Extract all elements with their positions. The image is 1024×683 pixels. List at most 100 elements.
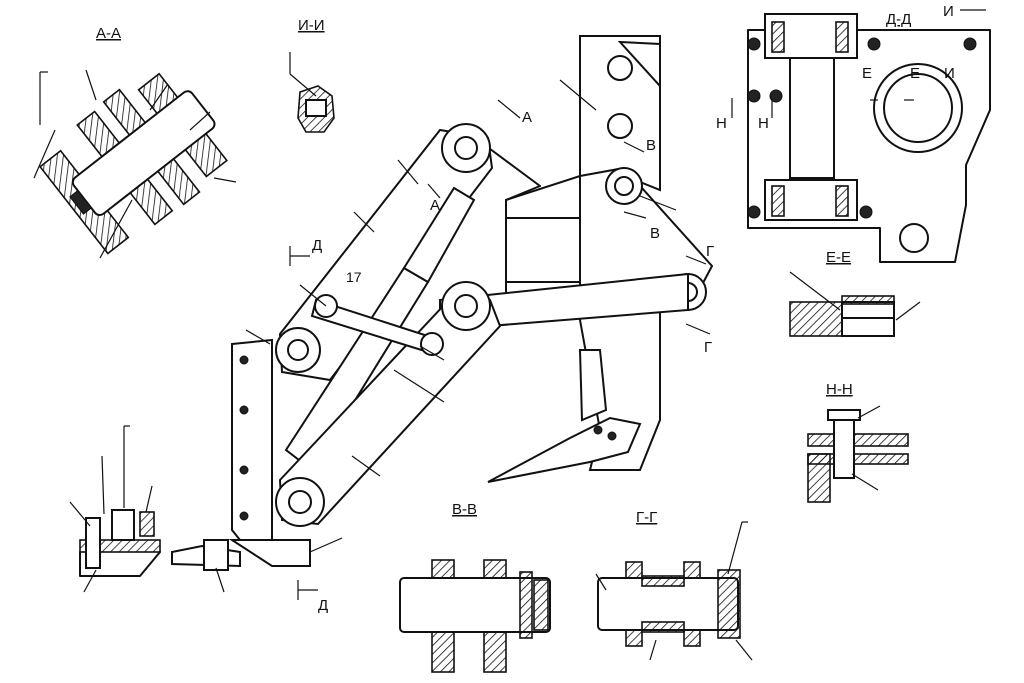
- gg-bush-top-2: [683, 561, 701, 579]
- vv-washer: [519, 571, 533, 639]
- bld-bolt-1: [85, 517, 101, 569]
- dd-lower-hole: [899, 223, 929, 253]
- dd-strut: [789, 57, 835, 179]
- cut-v-top-arrow: [623, 141, 645, 153]
- bld-base: [79, 551, 161, 577]
- cut-g-bottom-label: Г: [704, 339, 712, 356]
- ee-weld: [841, 295, 895, 305]
- bracket-pin-top-core: [614, 176, 634, 196]
- dd-bolt-1: [747, 37, 761, 51]
- bld-leader-5: [83, 569, 97, 593]
- ii-core: [305, 99, 327, 117]
- cross-link-pin-2: [420, 332, 444, 356]
- aa-leader-2: [33, 129, 56, 179]
- cut-a-top-label: А: [522, 109, 532, 126]
- dd-cut-i-label: И: [943, 3, 954, 20]
- bracket-lug: [203, 539, 229, 571]
- dd-bolt-6: [963, 37, 977, 51]
- dd-cut-n-label-1: Н: [716, 115, 727, 132]
- bld-leader-4: [145, 485, 153, 513]
- carriage-brace: [477, 139, 541, 201]
- nn-leader-1: [857, 405, 881, 419]
- section-gg: Г-Г: [595, 509, 753, 661]
- bracket-pin-top: [605, 167, 643, 205]
- aa-leader-5: [189, 111, 211, 131]
- dd-cut-n-label-2: Н: [758, 115, 769, 132]
- nn-plate-top: [807, 433, 909, 447]
- cylinder-rod: [402, 186, 476, 284]
- bld-block: [139, 511, 155, 537]
- dd-bolt-2: [747, 89, 761, 103]
- bracket-foot: [228, 539, 311, 567]
- dd-bolt-7: [859, 205, 873, 219]
- section-vv: В-В: [399, 501, 551, 673]
- post-hole-2: [607, 113, 633, 139]
- vv-bush-top-1: [431, 559, 455, 579]
- gg-leader-2: [595, 573, 607, 591]
- cut-d-top-label: Д: [312, 237, 322, 254]
- gg-nut: [717, 569, 741, 639]
- foot-leader: [309, 537, 343, 553]
- cut-g-top-label: Г: [706, 243, 714, 260]
- bottom-left-detail: [69, 425, 161, 593]
- aa-ring-top: [102, 88, 147, 137]
- section-aa: А-А: [33, 25, 237, 259]
- gg-leader-3: [649, 639, 657, 661]
- dd-housing: [747, 29, 991, 263]
- cut-v-bottom-label: В: [650, 225, 660, 242]
- bld-leader-3: [69, 501, 91, 527]
- leader-cross-link: [419, 345, 445, 361]
- dd-bolt-5: [867, 37, 881, 51]
- vv-nut: [533, 579, 549, 631]
- lower-arm-eye-core: [454, 294, 478, 318]
- section-nn: Н-Н: [807, 381, 909, 503]
- vv-bush-bottom-2: [483, 631, 507, 673]
- aa-bush-bottom: [129, 178, 174, 226]
- upper-arm-eye-core: [454, 136, 478, 160]
- dd-cut-e-label-1: Е: [862, 65, 872, 82]
- mount-bolt-4: [239, 511, 249, 521]
- tongue-leader: [215, 567, 225, 593]
- section-ee-title: Е-Е: [826, 249, 851, 266]
- vv-bush-bottom-1: [431, 631, 455, 673]
- ii-leader: [289, 73, 317, 97]
- gg-leader-1: [727, 521, 743, 575]
- main-cut-marks: А А В В Г Г Д Д: [289, 99, 714, 614]
- gg-bush-bottom-1: [625, 629, 643, 647]
- lower-arm-root: [275, 477, 325, 527]
- aa-leader-4: [149, 83, 169, 111]
- vv-pin: [399, 577, 551, 633]
- dd-bore-outer: [873, 63, 963, 153]
- upper-arm-root-core: [287, 339, 309, 361]
- leader-bracket: [639, 195, 677, 211]
- section-ee: Е-Е: [789, 249, 921, 337]
- cut-v-top-label: В: [646, 137, 656, 154]
- upper-arm-root: [275, 327, 321, 373]
- gg-spacer-bottom: [641, 621, 685, 633]
- dd-bolt-4: [769, 89, 783, 103]
- aa-ring-bottom: [156, 157, 201, 206]
- leader-lower-arm: [393, 369, 445, 403]
- section-ii: И-И: [289, 17, 335, 133]
- cut-a-bottom-arrow: [427, 183, 441, 199]
- gg-leader-4: [735, 639, 753, 661]
- post-hole-1: [607, 55, 633, 81]
- ee-leader-2: [895, 301, 921, 321]
- cut-g-top-arrow: [685, 255, 707, 265]
- dd-bottom-bolt-right: [835, 185, 849, 217]
- tip-bolt-2: [607, 431, 617, 441]
- cut-g-bottom-arrow: [685, 323, 711, 335]
- part-17-leader: [299, 284, 327, 307]
- nn-bolt: [833, 411, 855, 479]
- ee-strip-bottom: [841, 317, 895, 337]
- dd-top-bolt-right: [835, 21, 849, 53]
- section-aa-title: А-А: [96, 25, 121, 42]
- cut-d-bottom-label: Д: [318, 597, 328, 614]
- mount-bolt-2: [239, 405, 249, 415]
- section-vv-title: В-В: [452, 501, 477, 518]
- aa-leader-7: [99, 199, 133, 259]
- lower-arm-root-core: [288, 490, 312, 514]
- leader-post: [559, 79, 597, 111]
- cut-a-top-arrow: [497, 99, 521, 119]
